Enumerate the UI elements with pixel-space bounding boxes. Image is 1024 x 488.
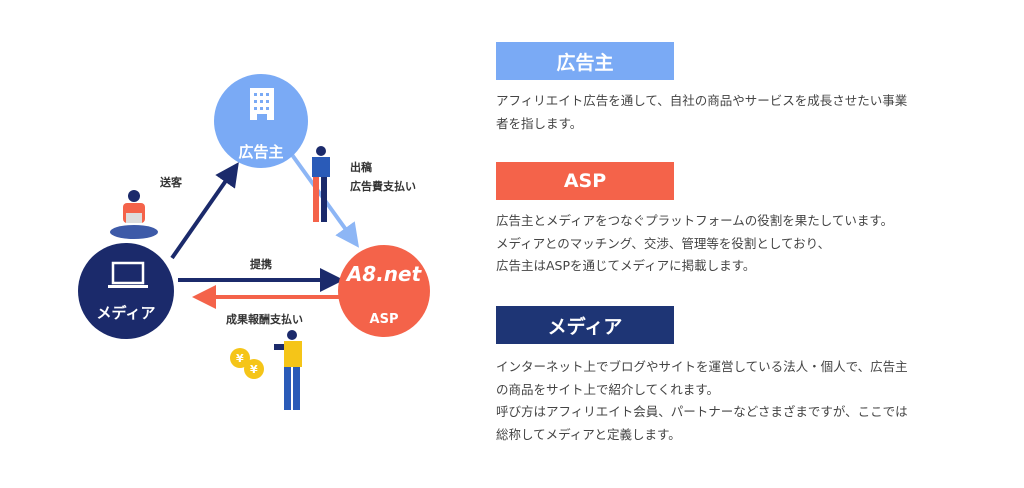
advertiser-node — [214, 74, 308, 168]
description-line: 者を指します。 — [496, 115, 583, 131]
person-reading-illustration — [274, 330, 302, 410]
person-standing-illustration — [312, 146, 330, 222]
advertiser-description: アフィリエイト広告を通して、自社の商品やサービスを成長させたい事業 者を指します… — [496, 90, 907, 135]
media-description: インターネット上でブログやサイトを運営している法人・個人で、広告主 の商品をサイ… — [496, 356, 908, 446]
placement-label: 出稿 — [350, 161, 372, 174]
reward-payment-label: 成果報酬支払い — [226, 313, 303, 326]
send-customers-arrow — [170, 162, 239, 260]
description-line: メディアとのマッチング、交渉、管理等を役割としており、 — [496, 235, 831, 251]
building-icon — [250, 88, 274, 120]
svg-text:¥: ¥ — [250, 363, 258, 376]
ad-payment-label: 広告費支払い — [350, 180, 416, 193]
description-line: 広告主はASPを通じてメディアに掲載します。 — [496, 258, 756, 273]
description-line: インターネット上でブログやサイトを運営している法人・個人で、広告主 — [496, 359, 908, 374]
asp-node-label: ASP — [369, 312, 399, 327]
media-node — [78, 243, 174, 339]
affiliate-diagram: ¥ ¥ — [78, 74, 430, 410]
description-line: 呼び方はアフィリエイト会員、パートナーなどさまざまですが、ここでは — [496, 404, 908, 419]
asp-node — [338, 245, 430, 337]
send-customers-label: 送客 — [160, 176, 182, 189]
asp-description: 広告主とメディアをつなぐプラットフォームの役割を果たしています。 メディアとのマ… — [496, 210, 893, 278]
yen-coins-icon: ¥ ¥ — [230, 348, 264, 379]
description-line: 広告主とメディアをつなぐプラットフォームの役割を果たしています。 — [496, 213, 894, 228]
advertiser-node-label: 広告主 — [238, 143, 284, 161]
media-heading: メディア — [496, 306, 674, 344]
partnership-label: 提携 — [250, 258, 272, 271]
asp-heading: ASP — [496, 162, 674, 200]
description-line: アフィリエイト広告を通して、自社の商品やサービスを成長させたい事業 — [496, 93, 908, 108]
svg-text:¥: ¥ — [236, 352, 244, 365]
advertiser-heading: 広告主 — [496, 42, 674, 80]
a8net-logo: A8.net — [346, 262, 422, 286]
person-sitting-illustration — [110, 190, 158, 239]
description-line: の商品をサイト上で紹介してくれます。 — [496, 381, 720, 397]
media-node-label: メディア — [96, 304, 156, 322]
laptop-icon — [108, 261, 148, 288]
description-line: 総称してメディアと定義します。 — [496, 426, 681, 442]
